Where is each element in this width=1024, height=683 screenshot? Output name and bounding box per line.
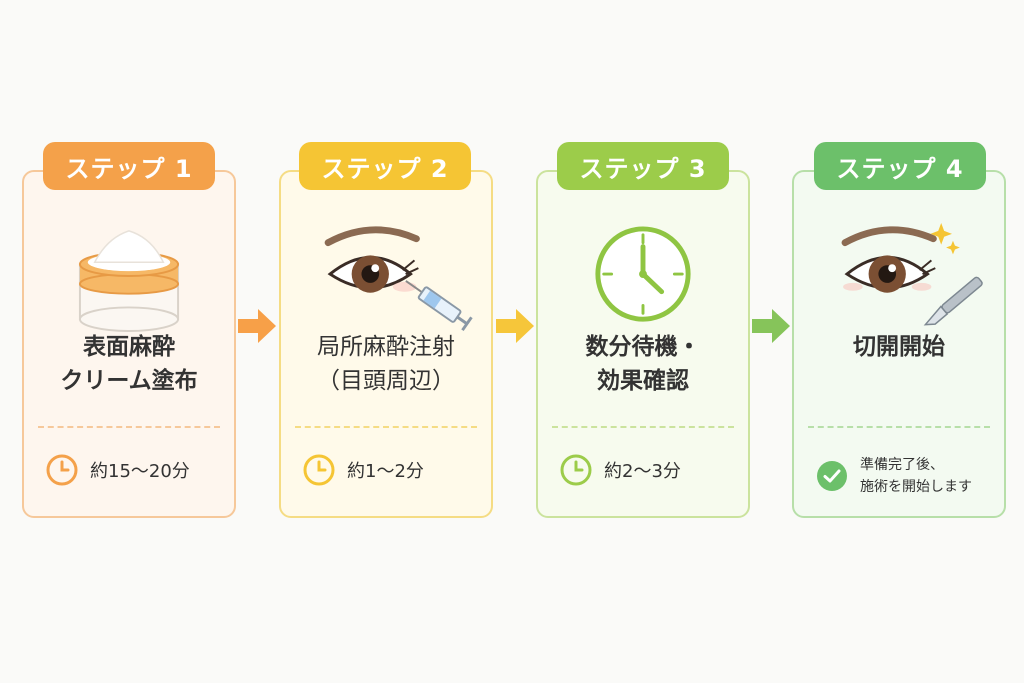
step-4-note-line1: 準備完了後、 (860, 457, 944, 473)
step-3-title-line2: 効果確認 (597, 368, 689, 394)
step-3-duration: 約2～3分 (604, 461, 681, 482)
step-2-duration: 約1～2分 (347, 461, 424, 482)
step-2-title-line2: （目頭周辺） (317, 368, 455, 394)
arrow-right-icon (238, 309, 276, 343)
step-card-3: 数分待機・ 効果確認 約2～3分 (536, 170, 750, 518)
step-card-4: 切開開始 準備完了後、 施術を開始します (792, 170, 1006, 518)
step-1-duration: 約15～20分 (90, 461, 190, 482)
check-circle-icon (817, 461, 847, 491)
divider (295, 426, 477, 428)
wall-clock-icon (595, 226, 691, 322)
divider (808, 426, 990, 428)
step-2-title-line1: 局所麻酔注射 (317, 334, 455, 360)
step-card-1: 表面麻酔 クリーム塗布 約15～20分 (22, 170, 236, 518)
step-1-badge: ステップ 1 (43, 142, 215, 190)
divider (552, 426, 734, 428)
step-card-2: 局所麻酔注射 （目頭周辺） 約1～2分 (279, 170, 493, 518)
arrow-right-icon (752, 309, 790, 343)
step-1-title-line2: クリーム塗布 (60, 368, 198, 394)
step-4-note-line2: 施術を開始します (860, 479, 972, 495)
clock-icon (46, 454, 78, 486)
step-4-badge: ステップ 4 (814, 142, 986, 190)
step-2-badge: ステップ 2 (299, 142, 471, 190)
cream-jar-icon (78, 230, 180, 332)
step-4-title-line1: 切開開始 (853, 334, 945, 360)
eye-scalpel-icon (841, 223, 983, 326)
clock-icon (303, 454, 335, 486)
clock-icon (560, 454, 592, 486)
eye-syringe-icon (324, 226, 473, 332)
step-1-title-line1: 表面麻酔 (83, 334, 175, 360)
step-3-badge: ステップ 3 (557, 142, 729, 190)
divider (38, 426, 220, 428)
step-3-title-line1: 数分待機・ (585, 334, 701, 360)
arrow-right-icon (496, 309, 534, 343)
